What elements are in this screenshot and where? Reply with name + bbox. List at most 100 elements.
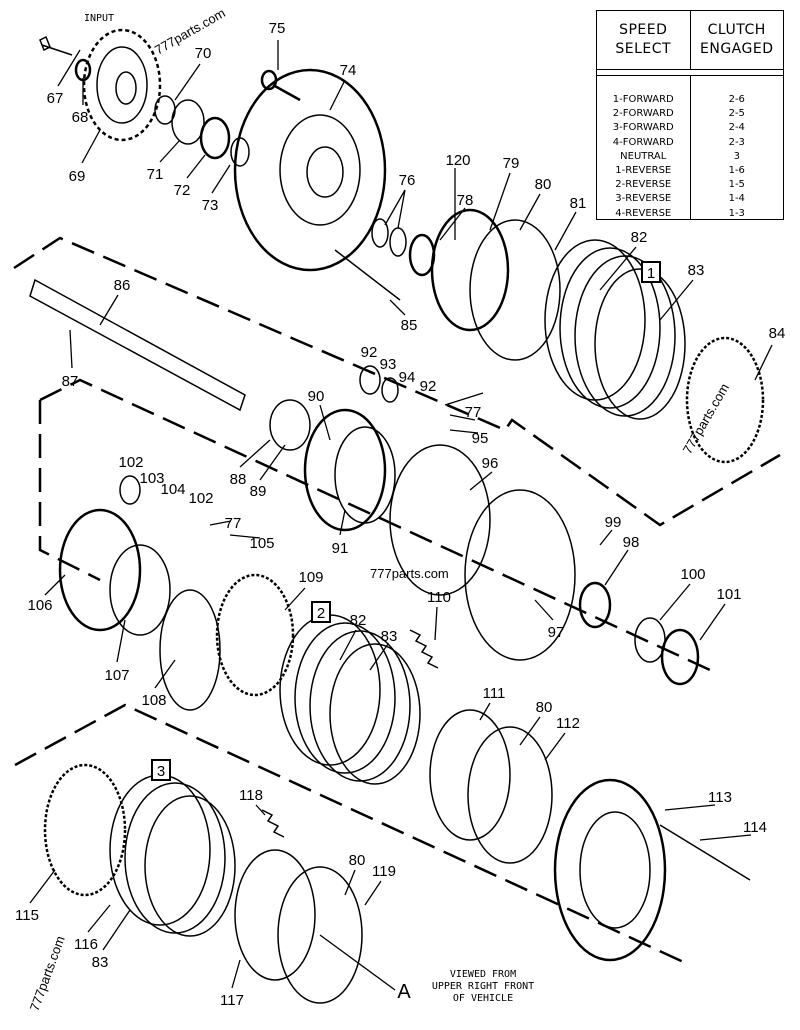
ring-gear bbox=[685, 336, 765, 464]
input-label: INPUT bbox=[84, 13, 114, 24]
plug bbox=[260, 69, 278, 91]
spring bbox=[261, 809, 285, 838]
clutch-pack-1 bbox=[544, 239, 686, 420]
speed-clutch-table: SPEED SELECT CLUTCH ENGAGED 1-FORWARD 2-… bbox=[596, 10, 784, 220]
assembly-boundary-1 bbox=[13, 236, 781, 527]
callout-77b: 77 bbox=[225, 515, 242, 532]
callout-84: 84 bbox=[769, 325, 786, 342]
callout-69: 69 bbox=[69, 168, 86, 185]
callout-70: 70 bbox=[195, 45, 212, 62]
long-bolt bbox=[659, 824, 751, 881]
callout-77: 77 bbox=[465, 404, 482, 421]
clutch-cell: 2-6 bbox=[728, 94, 745, 105]
callout-105: 105 bbox=[249, 535, 274, 552]
planet-gear bbox=[119, 475, 141, 505]
clutch-cell: 1-6 bbox=[728, 165, 745, 177]
callout-68: 68 bbox=[72, 109, 89, 126]
callout-75: 75 bbox=[269, 20, 286, 37]
speed-cell: 4-FORWARD bbox=[612, 136, 674, 148]
callout-83: 83 bbox=[688, 262, 705, 279]
input-gear bbox=[82, 28, 162, 142]
o-ring bbox=[634, 617, 666, 663]
housing-plate bbox=[464, 489, 576, 661]
callout-100: 100 bbox=[680, 566, 705, 583]
piston bbox=[469, 219, 561, 361]
bolt bbox=[39, 35, 73, 56]
clutch-cell: 1-5 bbox=[728, 179, 745, 191]
callout-114: 114 bbox=[743, 819, 767, 836]
bearing bbox=[381, 377, 399, 403]
seal-ring bbox=[277, 866, 363, 1004]
callout-101: 101 bbox=[716, 586, 741, 603]
callout-93: 93 bbox=[380, 356, 397, 373]
ring-gear bbox=[215, 573, 295, 697]
assembly-boundary-4 bbox=[14, 703, 691, 967]
assembly-boundary-3 bbox=[38, 400, 101, 582]
clutch-number: 3 bbox=[157, 763, 165, 780]
view-note-line: OF VEHICLE bbox=[453, 993, 513, 1004]
bearing bbox=[269, 399, 311, 451]
speed-cell: NEUTRAL bbox=[620, 150, 667, 162]
callout-104: 104 bbox=[160, 481, 185, 498]
clutch-number: 2 bbox=[317, 605, 325, 622]
speed-cell: 2-FORWARD bbox=[612, 108, 674, 120]
clutch-column: 2-6 2-5 2-4 2-3 3 1-6 1-5 1-4 1-3 bbox=[691, 76, 784, 219]
callout-119: 119 bbox=[372, 863, 396, 880]
callout-82: 82 bbox=[631, 229, 648, 246]
callout-98: 98 bbox=[623, 534, 640, 551]
washer bbox=[74, 58, 92, 82]
watermark: 777parts.com bbox=[370, 566, 449, 581]
speed-cell: 1-REVERSE bbox=[615, 165, 672, 177]
seal-ring bbox=[467, 726, 553, 864]
callout-112: 112 bbox=[556, 715, 580, 732]
clutch-number: 1 bbox=[647, 265, 655, 282]
ring-gear bbox=[43, 763, 127, 897]
callout-95: 95 bbox=[472, 430, 489, 447]
seal-ring bbox=[159, 589, 221, 711]
callout-108: 108 bbox=[141, 692, 166, 709]
callout-88: 88 bbox=[230, 471, 247, 488]
section-marker: A bbox=[397, 981, 411, 1003]
header-speed-select: SPEED SELECT bbox=[597, 11, 691, 69]
callout-83b: 83 bbox=[381, 628, 398, 645]
ring-gear bbox=[389, 444, 491, 596]
o-ring bbox=[389, 227, 407, 257]
callout-118: 118 bbox=[239, 787, 263, 804]
callout-73: 73 bbox=[202, 197, 219, 214]
clutch-pack-3 bbox=[109, 774, 236, 937]
speed-cell: 3-FORWARD bbox=[612, 122, 674, 134]
callout-83c: 83 bbox=[92, 954, 109, 971]
pin-line bbox=[272, 83, 301, 102]
view-note-line: UPPER RIGHT FRONT bbox=[432, 981, 534, 992]
callout-102b: 102 bbox=[188, 490, 213, 507]
callout-92: 92 bbox=[361, 344, 378, 361]
callout-78: 78 bbox=[457, 192, 474, 209]
callout-96: 96 bbox=[482, 455, 499, 472]
header-divider bbox=[597, 70, 783, 76]
callout-87: 87 bbox=[62, 373, 79, 390]
callout-94: 94 bbox=[399, 369, 416, 386]
speed-cell: 4-REVERSE bbox=[615, 207, 672, 219]
callout-76: 76 bbox=[399, 172, 416, 189]
carrier-2 bbox=[58, 508, 171, 636]
housing bbox=[233, 68, 387, 272]
clutch-cell: 1-4 bbox=[728, 193, 745, 205]
clutch-cell: 1-3 bbox=[728, 207, 745, 219]
callout-107: 107 bbox=[104, 667, 129, 684]
callout-103: 103 bbox=[139, 470, 164, 487]
callout-106: 106 bbox=[27, 597, 52, 614]
piston bbox=[429, 709, 511, 841]
section-line bbox=[319, 934, 396, 991]
callout-116: 116 bbox=[74, 936, 98, 953]
callout-72: 72 bbox=[174, 182, 191, 199]
callout-91: 91 bbox=[332, 540, 349, 557]
callout-113: 113 bbox=[708, 789, 732, 806]
callout-80c: 80 bbox=[349, 852, 366, 869]
end-housing bbox=[553, 778, 667, 962]
clutch-box-2: 2 bbox=[311, 601, 331, 623]
piston bbox=[234, 849, 316, 981]
clutch-box-3: 3 bbox=[151, 759, 171, 781]
callout-92b: 92 bbox=[420, 378, 437, 395]
